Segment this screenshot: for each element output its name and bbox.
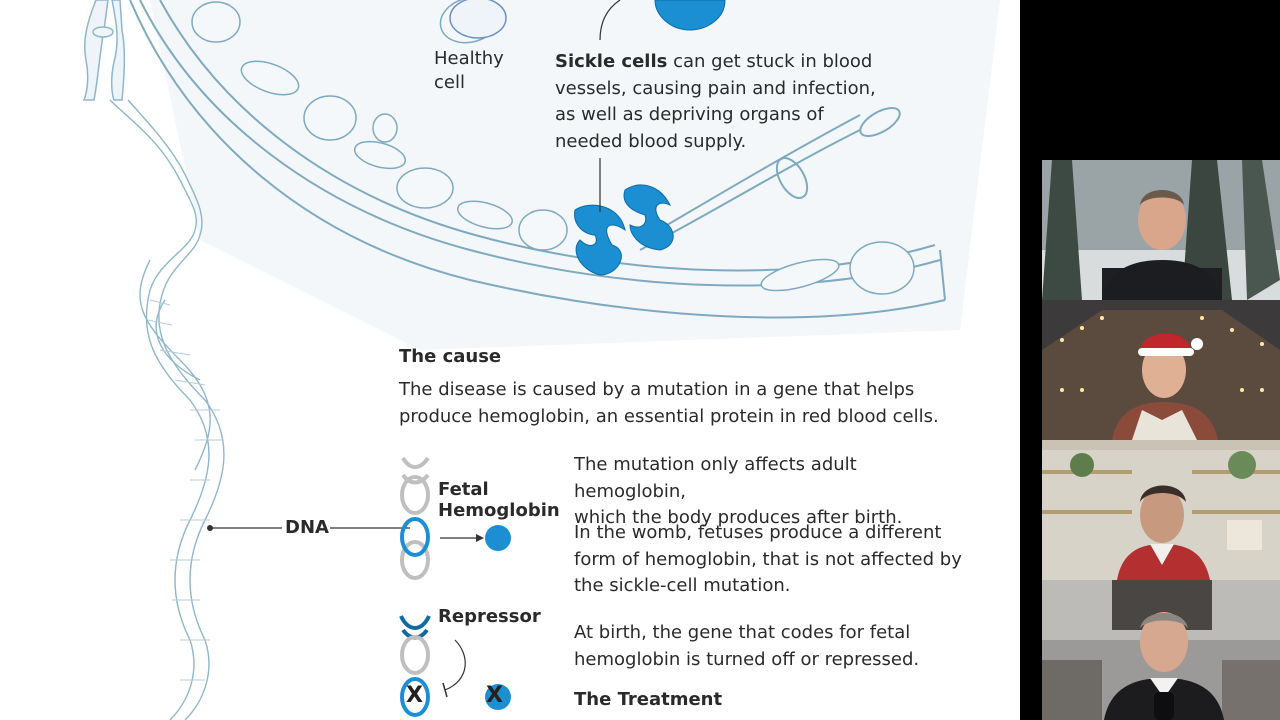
sickle-desc-line4: needed blood supply. — [555, 130, 747, 152]
healthy-label-line2: cell — [434, 72, 465, 93]
mutation-line2: which the body produces after birth. — [574, 507, 903, 528]
cause-line2: produce hemoglobin, an essential protein… — [399, 405, 939, 427]
repressor-gene-icon — [399, 615, 431, 717]
hemoglobin-blocked-x-mark: X — [486, 683, 503, 708]
chromosome-icon — [82, 0, 126, 101]
participant-video-2 — [1042, 300, 1280, 440]
gene-blocked-x-mark: X — [406, 683, 423, 708]
womb-line2: form of hemoglobin, that is not affected… — [574, 548, 962, 570]
fetal-label-line2: Hemoglobin — [438, 500, 560, 521]
fetal-hemoglobin-label: Fetal Hemoglobin — [438, 479, 560, 521]
infographic-illustration — [82, 0, 1000, 720]
healthy-cells-illustration — [191, 0, 915, 295]
sickle-cells-illustration — [574, 0, 726, 276]
birth-paragraph: At birth, the gene that codes for fetal … — [574, 620, 974, 673]
womb-line3: the sickle-cell mutation. — [574, 575, 791, 596]
sickle-desc-line3: as well as depriving organs of — [555, 104, 824, 125]
participant-tile-4[interactable] — [1042, 580, 1280, 720]
participant-video-1 — [1042, 160, 1280, 300]
fetal-gene-icon — [400, 456, 430, 580]
shared-screen: Healthy cell Sickle cells can get stuck … — [0, 0, 1020, 720]
sickle-cells-title: Sickle cells — [555, 51, 668, 72]
participant-video-4 — [1042, 580, 1280, 720]
sickle-cells-caption: Sickle cells can get stuck in blood vess… — [555, 49, 885, 155]
healthy-cell-label: Healthy cell — [434, 47, 504, 95]
cause-heading: The cause — [399, 346, 502, 367]
dna-label: DNA — [285, 517, 329, 538]
repressor-label: Repressor — [438, 606, 541, 627]
cause-paragraph: The disease is caused by a mutation in a… — [399, 377, 959, 430]
healthy-label-line1: Healthy — [434, 48, 504, 69]
participant-video-3 — [1042, 440, 1280, 580]
sickle-desc-line2: vessels, causing pain and infection, — [555, 77, 876, 99]
repression-arrow — [444, 639, 466, 691]
womb-line1: In the womb, fetuses produce a different — [574, 522, 942, 543]
birth-line2: hemoglobin is turned off or repressed. — [574, 648, 920, 670]
fetal-label-line1: Fetal — [438, 479, 489, 500]
dna-helix-illustration — [109, 99, 225, 720]
womb-paragraph: In the womb, fetuses produce a different… — [574, 520, 974, 600]
participant-tile-2[interactable] — [1042, 300, 1280, 440]
cause-line1: The disease is caused by a mutation in a… — [399, 379, 915, 400]
repressed-hemoglobin-dot — [485, 684, 511, 710]
fetal-gene-active-icon — [400, 517, 430, 557]
healthy-cell-icon — [449, 0, 507, 39]
sickle-desc-line1: can get stuck in blood — [673, 51, 873, 72]
fetal-hemoglobin-dot — [485, 525, 511, 551]
birth-line1: At birth, the gene that codes for fetal — [574, 622, 911, 643]
treatment-heading: The Treatment — [574, 689, 723, 710]
participant-tile-3[interactable] — [1042, 440, 1280, 580]
mutation-paragraph: The mutation only affects adult hemoglob… — [574, 452, 974, 532]
participant-tile-1[interactable] — [1042, 160, 1280, 300]
mutation-line1: The mutation only affects adult hemoglob… — [574, 454, 857, 502]
